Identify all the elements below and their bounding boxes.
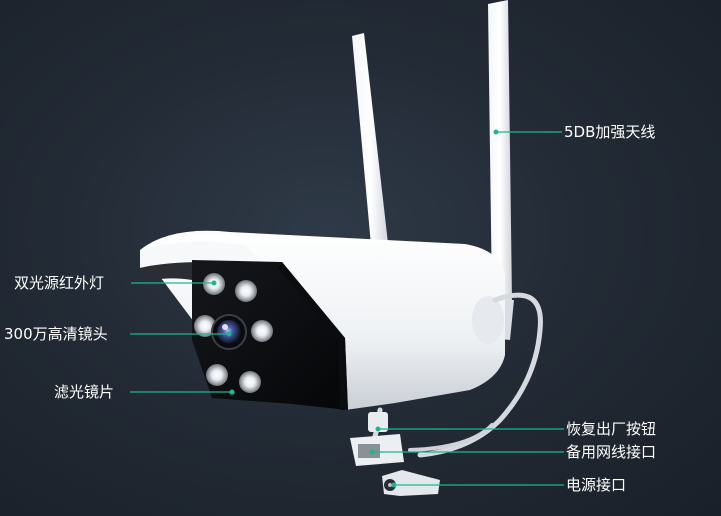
label-power-port: 电源接口	[566, 476, 627, 494]
label-antenna: 5DB加强天线	[564, 123, 656, 141]
label-lens: 300万高清镜头	[4, 325, 108, 343]
ir-led-group	[194, 273, 273, 393]
callout-dot	[391, 482, 397, 488]
ir-led	[194, 315, 216, 337]
label-reset-button: 恢复出厂按钮	[566, 420, 657, 438]
network-port-connector	[350, 434, 404, 466]
power-port-connector	[382, 470, 440, 496]
ir-led	[239, 371, 261, 393]
callout-dot	[226, 331, 232, 337]
ir-led	[206, 364, 228, 386]
ir-led	[235, 280, 257, 302]
callout-dots	[211, 129, 499, 488]
callout-lines	[130, 131, 564, 486]
antenna-left	[352, 33, 389, 256]
callout-dot	[211, 280, 217, 286]
callout-dot	[369, 449, 375, 455]
callout-dot	[493, 129, 499, 135]
label-ir-lights: 双光源红外灯	[14, 274, 105, 292]
callout-dot	[229, 389, 235, 395]
callout-dot	[375, 426, 381, 432]
label-filter: 滤光镜片	[54, 383, 115, 401]
reset-button-cable-end	[368, 412, 388, 432]
label-network-port: 备用网线接口	[566, 443, 657, 461]
ir-led	[251, 320, 273, 342]
